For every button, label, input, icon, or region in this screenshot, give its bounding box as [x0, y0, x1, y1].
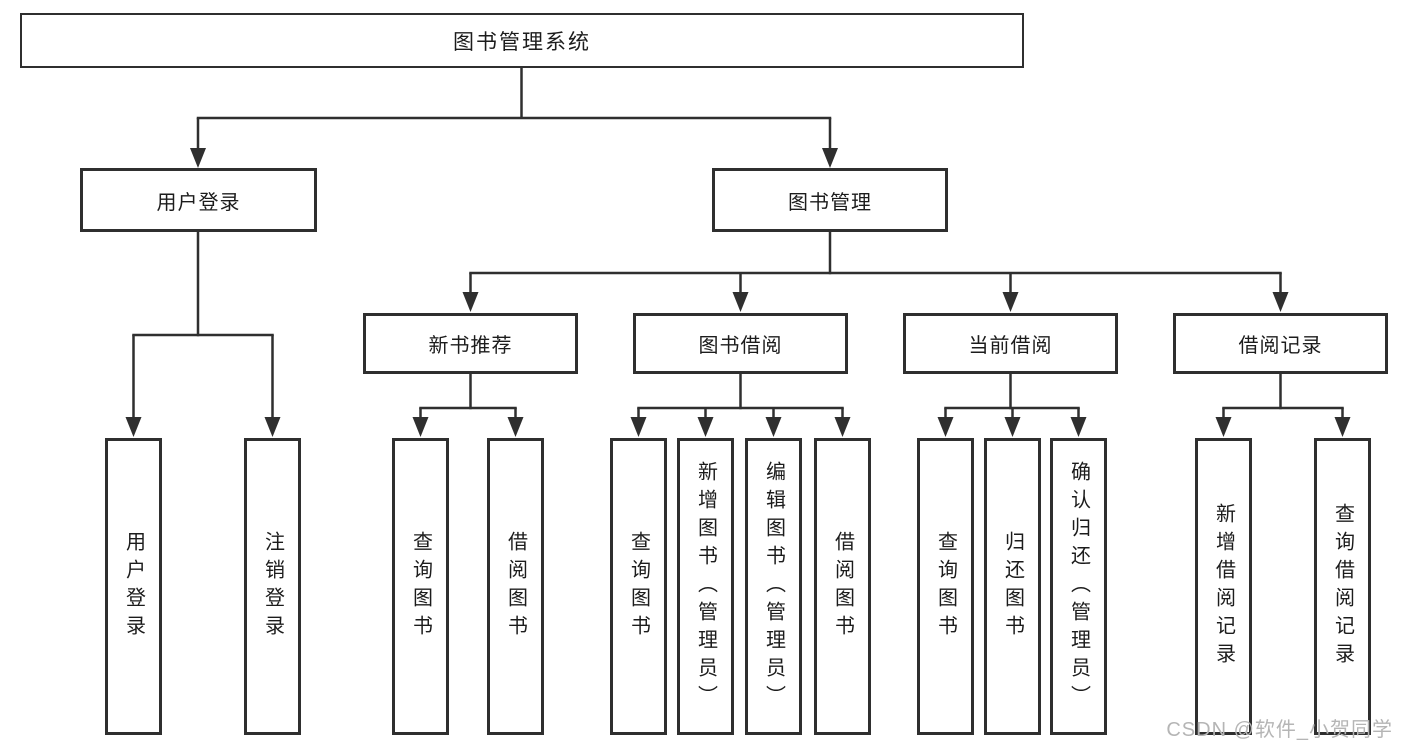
node-current-borrowing: 当前借阅	[903, 313, 1118, 374]
leaf-user-login: 用户登录	[105, 438, 162, 735]
leaf-borrowing-query-book: 查询图书	[610, 438, 667, 735]
node-user-login: 用户登录	[80, 168, 317, 232]
node-book-borrowing-label: 图书借阅	[698, 335, 783, 357]
node-new-book-recommend-label: 新书推荐	[428, 335, 513, 357]
leaf-logout: 注销登录	[244, 438, 301, 735]
node-borrowing-records: 借阅记录	[1173, 313, 1388, 374]
node-new-book-recommend: 新书推荐	[363, 313, 578, 374]
node-book-borrowing: 图书借阅	[633, 313, 848, 374]
leaf-recommend-query-book: 查询图书	[392, 438, 449, 735]
leaf-borrowing-borrow-book: 借阅图书	[814, 438, 871, 735]
node-library-system-label: 图书管理系统	[453, 30, 591, 54]
leaf-borrowing-add-book-admin: 新增图书（管理员）	[677, 438, 734, 735]
csdn-watermark: CSDN @软件_小贺同学	[1166, 719, 1393, 741]
leaf-records-add-record: 新增借阅记录	[1195, 438, 1252, 735]
node-book-management: 图书管理	[712, 168, 948, 232]
node-current-borrowing-label: 当前借阅	[968, 335, 1053, 357]
leaf-borrowing-edit-book-admin: 编辑图书（管理员）	[745, 438, 802, 735]
leaf-records-query-record: 查询借阅记录	[1314, 438, 1371, 735]
node-library-system: 图书管理系统	[20, 13, 1024, 68]
leaf-current-return-book: 归还图书	[984, 438, 1041, 735]
node-book-management-label: 图书管理	[788, 191, 872, 214]
leaf-current-query-book: 查询图书	[917, 438, 974, 735]
leaf-recommend-borrow-book: 借阅图书	[487, 438, 544, 735]
arrowheads	[125, 148, 1351, 437]
leaf-current-confirm-return-admin: 确认归还（管理员）	[1050, 438, 1107, 735]
node-borrowing-records-label: 借阅记录	[1238, 335, 1323, 357]
node-user-login-label: 用户登录	[156, 191, 241, 214]
